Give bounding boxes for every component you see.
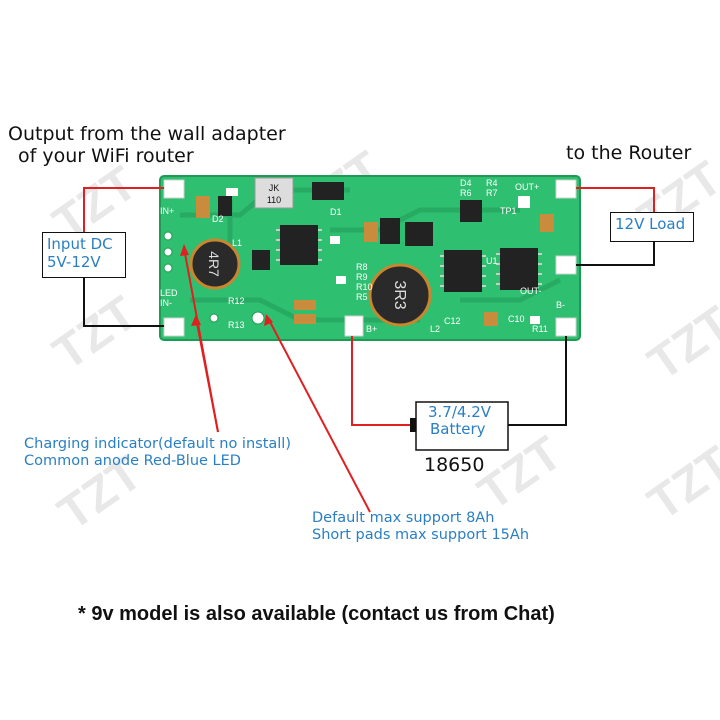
svg-text:R6: R6 <box>460 188 472 198</box>
watermark-text: TZT <box>44 287 146 381</box>
svg-text:R7: R7 <box>486 188 498 198</box>
watermark-text: TZT <box>639 297 720 391</box>
svg-text:R9: R9 <box>356 272 368 282</box>
footer-note: * 9v model is also available (contact us… <box>78 603 555 625</box>
svg-text:OUT+: OUT+ <box>515 182 539 192</box>
capacity-pointer <box>267 317 371 513</box>
output-negative-wire <box>576 242 655 266</box>
input-negative-wire <box>83 276 164 327</box>
pcb-board: 4R7 3R3 JK 110 <box>159 175 581 341</box>
battery-model-label: 18650 <box>424 454 485 476</box>
battery-box-line2: Battery <box>430 420 486 439</box>
watermark-text: TZT <box>639 437 720 531</box>
battery-box-label: 3.7/4.2V Battery <box>428 403 492 439</box>
svg-text:R5: R5 <box>356 292 368 302</box>
input-box-line2: 5V-12V <box>47 253 101 271</box>
svg-text:110: 110 <box>267 195 281 205</box>
battery-box-line1: 3.7/4.2V <box>428 403 492 421</box>
svg-text:IN+: IN+ <box>160 206 174 216</box>
output-positive-wire <box>576 187 655 212</box>
svg-text:R13: R13 <box>228 320 245 330</box>
capacity-note: Default max support 8Ah Short pads max s… <box>312 510 529 543</box>
svg-text:R8: R8 <box>356 262 368 272</box>
svg-text:LED: LED <box>160 288 178 298</box>
battery-negative-wire <box>508 336 567 426</box>
input-source-line1: Output from the wall adapter <box>8 123 286 145</box>
battery-symbol <box>410 401 509 451</box>
load-box-label: 12V Load <box>615 215 686 233</box>
output-target-title: to the Router <box>566 142 692 164</box>
capacity-line1: Default max support 8Ah <box>312 510 495 526</box>
svg-text:C10: C10 <box>508 314 525 324</box>
svg-text:R4: R4 <box>486 178 498 188</box>
svg-text:R10: R10 <box>356 282 373 292</box>
svg-text:IN-: IN- <box>160 298 172 308</box>
svg-text:4R7: 4R7 <box>206 251 222 277</box>
svg-text:R12: R12 <box>228 296 245 306</box>
input-source-line2: of your WiFi router <box>18 144 194 167</box>
capacity-line2: Short pads max support 15Ah <box>312 526 530 543</box>
indicator-line2: Common anode Red-Blue LED <box>24 452 241 469</box>
svg-text:B+: B+ <box>366 324 377 334</box>
input-source-title: Output from the wall adapter of your WiF… <box>8 123 286 168</box>
indicator-pointer-2 <box>195 317 219 433</box>
input-dc-box: Input DC 5V-12V <box>42 232 126 278</box>
svg-text:U1: U1 <box>486 256 498 266</box>
svg-text:L2: L2 <box>430 324 440 334</box>
svg-text:D2: D2 <box>212 214 224 224</box>
jk-component: JK 110 <box>254 177 294 209</box>
svg-text:JK: JK <box>269 183 280 193</box>
svg-text:L1: L1 <box>232 238 242 248</box>
svg-text:C12: C12 <box>444 316 461 326</box>
svg-text:D1: D1 <box>330 207 342 217</box>
svg-text:3R3: 3R3 <box>391 280 408 309</box>
svg-text:TP1: TP1 <box>500 206 517 216</box>
inductor-l2: 3R3 <box>368 263 432 327</box>
svg-text:D4: D4 <box>460 178 472 188</box>
ic-chips <box>280 225 538 292</box>
inductor-l1: 4R7 <box>189 238 241 290</box>
indicator-note: Charging indicator(default no install) C… <box>24 436 291 469</box>
battery-positive-wire <box>351 336 414 426</box>
input-box-line1: Input DC <box>47 235 113 253</box>
svg-text:OUT-: OUT- <box>520 286 542 296</box>
load-box: 12V Load <box>610 212 694 242</box>
svg-text:B-: B- <box>556 300 565 310</box>
svg-text:R11: R11 <box>532 324 548 334</box>
wiring <box>83 187 655 513</box>
indicator-line1: Charging indicator(default no install) <box>24 436 291 452</box>
input-positive-wire <box>83 187 164 232</box>
